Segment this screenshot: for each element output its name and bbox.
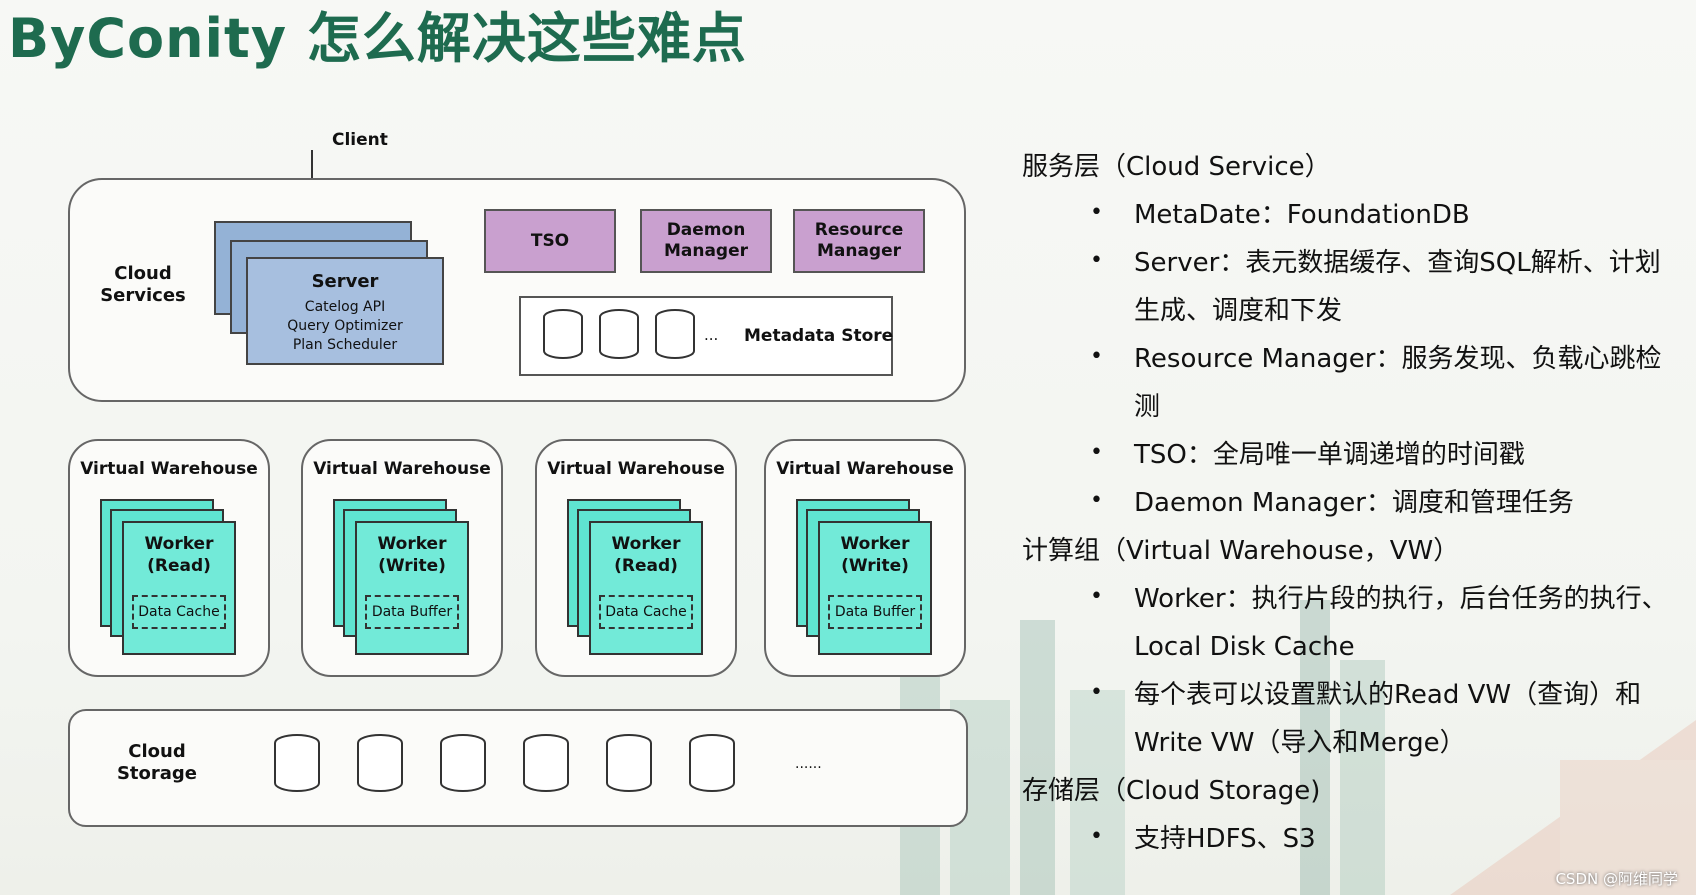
bullet-icon: • [1090, 440, 1103, 465]
server-box: Server Catelog API Query Optimizer Plan … [246, 257, 444, 365]
storage-db-icon-4 [523, 734, 569, 792]
bullet-worker-line1: Worker：执行片段的执行，后台任务的执行、 [1134, 584, 1668, 614]
bullet-icon: • [1090, 680, 1103, 705]
client-label: Client [332, 130, 388, 150]
bullet-worker-line2: Local Disk Cache [1134, 632, 1355, 662]
worker-box-1: Worker (Read) Data Cache [122, 521, 236, 655]
virtual-warehouse-1: Virtual Warehouse Worker (Read) Data Cac… [68, 439, 270, 677]
bullet-table-vw-line1: 每个表可以设置默认的Read VW（查询）和 [1134, 680, 1642, 710]
cloud-services-label: Cloud Services [100, 263, 186, 306]
bullet-daemon-manager: Daemon Manager：调度和管理任务 [1134, 488, 1574, 518]
cloud-storage-box [68, 709, 968, 827]
daemon-manager-box: Daemon Manager [640, 209, 772, 273]
storage-db-icon-6 [689, 734, 735, 792]
bullet-icon: • [1090, 824, 1103, 849]
bullet-resource-manager-line2: 测 [1134, 392, 1161, 422]
vw-title-3: Virtual Warehouse [547, 459, 725, 479]
metadata-db-icon-1 [543, 309, 583, 359]
section-heading-virtual-warehouse: 计算组（Virtual Warehouse，VW） [1022, 536, 1460, 566]
bullet-server-line2: 生成、调度和下发 [1134, 296, 1343, 326]
worker-title-3: Worker (Read) [611, 534, 681, 576]
server-title: Server [311, 271, 379, 292]
tso-box: TSO [484, 209, 616, 273]
resource-manager-box: Resource Manager [793, 209, 925, 273]
bullet-server-line1: Server：表元数据缓存、查询SQL解析、计划 [1134, 248, 1661, 278]
worker-box-3: Worker (Read) Data Cache [589, 521, 703, 655]
worker-box-2: Worker (Write) Data Buffer [355, 521, 469, 655]
vw-title-4: Virtual Warehouse [776, 459, 954, 479]
bullet-icon: • [1090, 200, 1103, 225]
vw-title-2: Virtual Warehouse [313, 459, 491, 479]
csdn-watermark: CSDN @阿维同学 [1555, 870, 1678, 888]
data-buffer-2: Data Buffer [365, 595, 459, 629]
server-line-2: Query Optimizer [287, 318, 403, 334]
data-cache-label-1: Data Cache [138, 604, 220, 620]
bullet-resource-manager-line1: Resource Manager：服务发现、负载心跳检 [1134, 344, 1662, 374]
vw-title-1: Virtual Warehouse [80, 459, 258, 479]
cloud-storage-label: Cloud Storage [116, 741, 198, 784]
metadata-ellipsis: ... [704, 326, 719, 344]
data-buffer-4: Data Buffer [828, 595, 922, 629]
tso-label: TSO [530, 230, 570, 251]
daemon-manager-label: Daemon Manager [663, 220, 749, 261]
bullet-icon: • [1090, 584, 1103, 609]
bullet-metadate: MetaDate：FoundationDB [1134, 200, 1470, 230]
metadata-db-icon-2 [599, 309, 639, 359]
worker-title-4: Worker (Write) [840, 534, 910, 576]
worker-title-1: Worker (Read) [144, 534, 214, 576]
bullet-tso: TSO：全局唯一单调递增的时间戳 [1134, 440, 1525, 470]
metadata-store-label: Metadata Store [744, 326, 894, 346]
storage-db-icon-3 [440, 734, 486, 792]
page-title: ByConity 怎么解决这些难点 [8, 7, 747, 70]
storage-db-icon-1 [274, 734, 320, 792]
data-cache-label-3: Data Cache [605, 604, 687, 620]
metadata-db-icon-3 [655, 309, 695, 359]
server-line-3: Plan Scheduler [292, 337, 398, 353]
data-cache-3: Data Cache [599, 595, 693, 629]
worker-box-4: Worker (Write) Data Buffer [818, 521, 932, 655]
section-heading-cloud-service: 服务层（Cloud Service） [1022, 152, 1331, 182]
virtual-warehouse-2: Virtual Warehouse Worker (Write) Data Bu… [301, 439, 503, 677]
virtual-warehouse-4: Virtual Warehouse Worker (Write) Data Bu… [764, 439, 966, 677]
bullet-storage: 支持HDFS、S3 [1134, 824, 1316, 854]
bullet-icon: • [1090, 248, 1103, 273]
storage-db-icon-5 [606, 734, 652, 792]
worker-title-2: Worker (Write) [377, 534, 447, 576]
section-heading-cloud-storage: 存储层（Cloud Storage) [1022, 776, 1321, 806]
data-buffer-label-4: Data Buffer [834, 604, 916, 620]
bullet-icon: • [1090, 488, 1103, 513]
server-line-1: Catelog API [304, 299, 386, 315]
data-buffer-label-2: Data Buffer [371, 604, 453, 620]
bullet-icon: • [1090, 344, 1103, 369]
storage-db-icon-2 [357, 734, 403, 792]
virtual-warehouse-3: Virtual Warehouse Worker (Read) Data Cac… [535, 439, 737, 677]
bullet-table-vw-line2: Write VW（导入和Merge） [1134, 728, 1466, 758]
storage-ellipsis: ...... [795, 756, 822, 772]
data-cache-1: Data Cache [132, 595, 226, 629]
resource-manager-label: Resource Manager [814, 220, 904, 261]
